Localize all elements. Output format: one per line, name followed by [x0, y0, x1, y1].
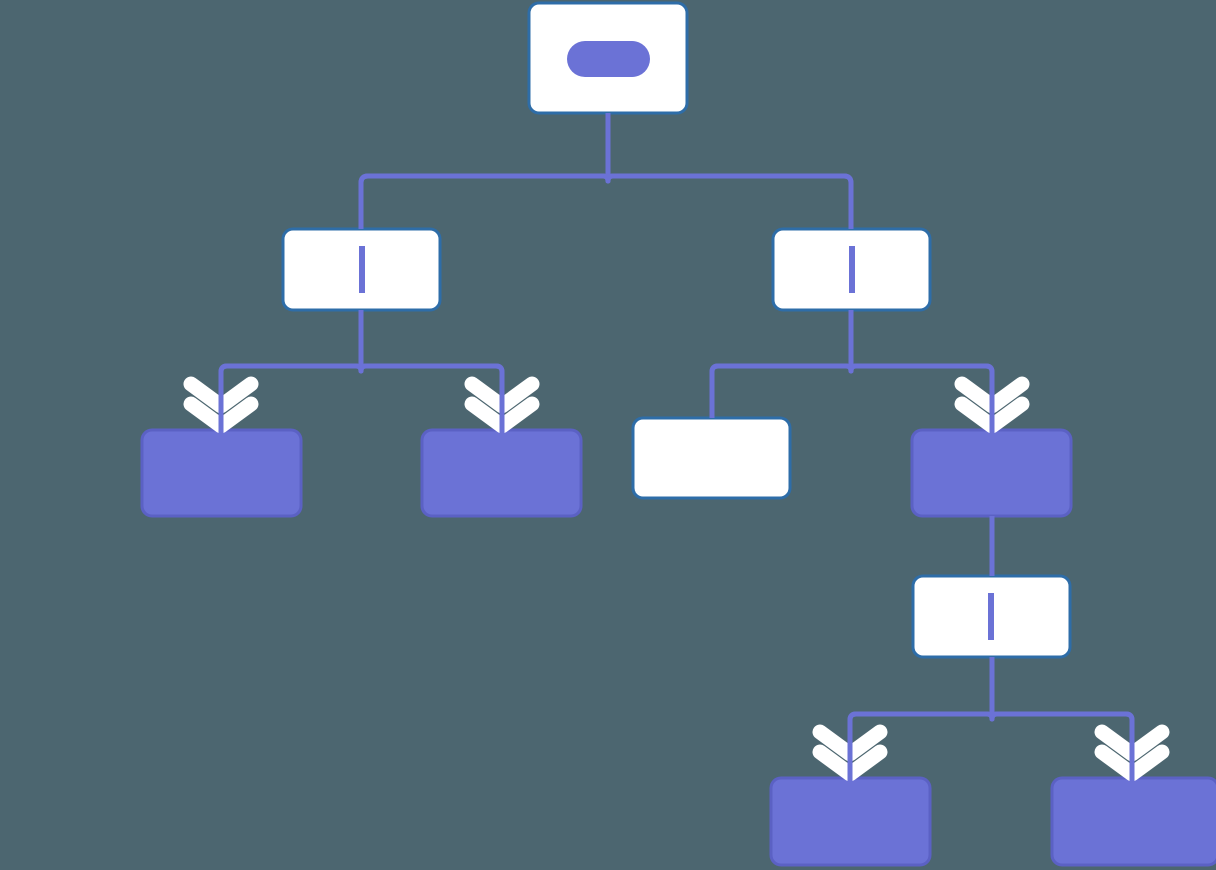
edge-root-to-left-branch-overlay — [358, 113, 611, 229]
root-node-pill-marker — [567, 41, 650, 77]
edge-root-to-right-branch[interactable] — [605, 113, 854, 229]
right-branch-node-2-shape[interactable] — [910, 428, 1073, 518]
right-sub-branch-node[interactable] — [911, 574, 1072, 659]
right-branch-node-2[interactable] — [910, 428, 1073, 518]
edge-right-branch-to-terminal-overlay — [709, 310, 854, 418]
right-branch-node[interactable] — [771, 227, 932, 312]
edge-sub-branch-to-bottom-leaf-2-overlay — [989, 657, 1135, 786]
left-leaf-node-1-shape[interactable] — [140, 428, 303, 518]
edge-left-branch-to-leaf-2-overlay — [358, 310, 505, 438]
left-leaf-node-2[interactable] — [420, 428, 583, 518]
right-sub-branch-node-bar-marker — [988, 593, 994, 640]
bottom-leaf-node-1[interactable] — [769, 776, 932, 867]
left-branch-node[interactable] — [281, 227, 442, 312]
right-branch-node-bar-marker — [849, 246, 855, 293]
left-leaf-node-2-shape[interactable] — [420, 428, 583, 518]
edge-root-to-right-branch-overlay — [605, 113, 854, 229]
edge-root-to-left-branch[interactable] — [358, 113, 611, 229]
edge-right-branch-to-branch-2-overlay — [848, 310, 995, 438]
left-leaf-node-1[interactable] — [140, 428, 303, 518]
right-terminal-node[interactable] — [631, 416, 792, 500]
edge-overlay-layer — [218, 113, 1135, 786]
node-layer — [140, 1, 1216, 867]
right-terminal-node-shape[interactable] — [631, 416, 792, 500]
left-branch-node-bar-marker — [359, 246, 365, 293]
root-node[interactable] — [527, 1, 689, 115]
bottom-leaf-node-1-shape[interactable] — [769, 776, 932, 867]
bottom-leaf-node-2-shape[interactable] — [1050, 776, 1216, 867]
bottom-leaf-node-2[interactable] — [1050, 776, 1216, 867]
